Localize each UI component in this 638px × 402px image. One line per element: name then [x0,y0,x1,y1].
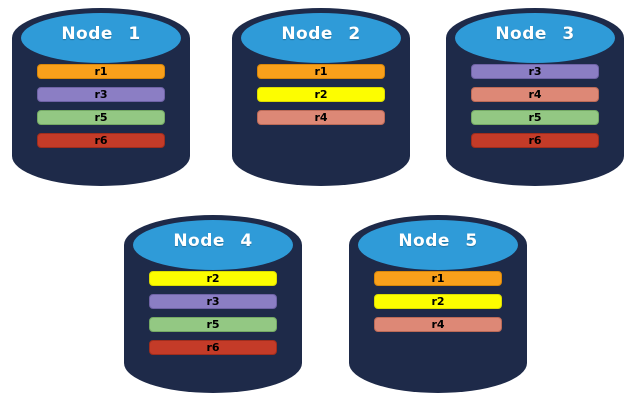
replica-bar: r5 [471,110,599,125]
node-3: Node 3 r3 r4 r5 r6 [444,5,626,189]
node-title: Node 5 [398,231,478,251]
replica-bar: r4 [471,87,599,102]
replica-bar: r3 [149,294,277,309]
replica-bar: r1 [37,64,165,79]
cylinder-top-ellipse [241,13,401,63]
replica-bar: r5 [37,110,165,125]
replica-list: r1 r2 r4 [257,64,385,125]
replica-bar: r6 [471,133,599,148]
replica-list: r1 r3 r5 r6 [37,64,165,148]
cylinder-top-ellipse [455,13,615,63]
node-title: Node 2 [281,24,361,44]
replica-list: r2 r3 r5 r6 [149,271,277,355]
cylinder-top-ellipse [358,220,518,270]
node-1: Node 1 r1 r3 r5 r6 [10,5,192,189]
replica-bar: r3 [37,87,165,102]
node-5: Node 5 r1 r2 r4 [347,212,529,396]
node-title: Node 4 [173,231,253,251]
replica-bar: r4 [257,110,385,125]
replica-bar: r6 [37,133,165,148]
replica-list: r1 r2 r4 [374,271,502,332]
node-title: Node 1 [61,24,141,44]
replica-bar: r6 [149,340,277,355]
node-2: Node 2 r1 r2 r4 [230,5,412,189]
replica-bar: r2 [149,271,277,286]
replica-bar: r1 [374,271,502,286]
cylinder-top-ellipse [21,13,181,63]
replica-bar: r2 [374,294,502,309]
replica-bar: r4 [374,317,502,332]
replica-bar: r2 [257,87,385,102]
replica-list: r3 r4 r5 r6 [471,64,599,148]
replica-bar: r1 [257,64,385,79]
cylinder-top-ellipse [133,220,293,270]
replica-bar: r3 [471,64,599,79]
node-title: Node 3 [495,24,575,44]
node-4: Node 4 r2 r3 r5 r6 [122,212,304,396]
replica-bar: r5 [149,317,277,332]
